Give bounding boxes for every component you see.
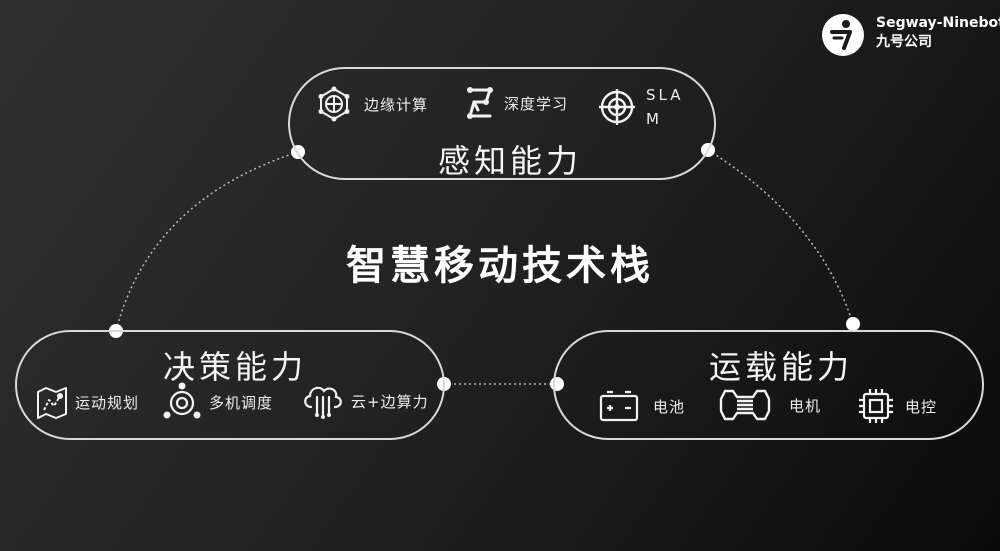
brand-name-en: Segway-Ninebot: [876, 15, 1000, 31]
feature-label: 深度学习: [504, 94, 569, 113]
feature-label: 电机: [789, 396, 822, 415]
feature-slam: SLA M: [598, 83, 683, 131]
feature-cloud-edge-computing: 云+边算力: [301, 383, 429, 419]
brand-name: Segway-Ninebot 九号公司: [876, 14, 1000, 52]
perception-capability-box: 边缘计算 深度学习 SLA M 感知能力: [288, 67, 716, 180]
decision-title: 决策能力: [163, 348, 308, 386]
feature-multi-machine-scheduling: 多机调度: [163, 382, 273, 422]
perception-title: 感知能力: [438, 142, 583, 180]
feature-label: 边缘计算: [364, 95, 429, 114]
brand-name-cn: 九号公司: [876, 34, 932, 50]
feature-label: 电控: [905, 397, 938, 416]
feature-label: 云+边算力: [351, 392, 429, 411]
carrier-capability-box: 运载能力 电池 电机 电控: [553, 330, 984, 440]
feature-label: 电池: [653, 397, 686, 416]
motor-icon: [719, 389, 771, 421]
segway-logo-icon: [822, 14, 864, 56]
node-dot: [846, 317, 860, 331]
edge-computing-icon: [318, 86, 350, 122]
carrier-title: 运载能力: [709, 348, 854, 386]
feature-battery: 电池: [599, 390, 685, 422]
battery-icon: [599, 390, 639, 422]
feature-label: 运动规划: [75, 393, 140, 412]
brand-logo: Segway-Ninebot 九号公司: [820, 12, 1000, 56]
feature-deep-learning: 深度学习: [464, 86, 568, 120]
multi-machine-scheduling-icon: [163, 382, 201, 419]
feature-motion-planning: 运动规划: [35, 384, 139, 420]
feature-label-line1: SLA: [646, 86, 684, 104]
chip-icon: [859, 389, 893, 423]
feature-edge-computing: 边缘计算: [316, 86, 428, 122]
motion-planning-icon: [37, 387, 67, 419]
deep-learning-icon: [467, 87, 493, 119]
feature-label-line2: M: [646, 110, 662, 128]
feature-motor: 电机: [717, 387, 821, 423]
connector-perception-carrier: [707, 149, 854, 325]
decision-capability-box: 决策能力 运动规划 多机调度: [15, 330, 445, 440]
slam-target-icon: [599, 89, 635, 125]
feature-electronic-control: 电控: [857, 387, 937, 425]
center-title: 智慧移动技术栈: [346, 243, 654, 289]
feature-label: 多机调度: [209, 393, 274, 412]
cloud-computing-icon: [304, 386, 342, 419]
